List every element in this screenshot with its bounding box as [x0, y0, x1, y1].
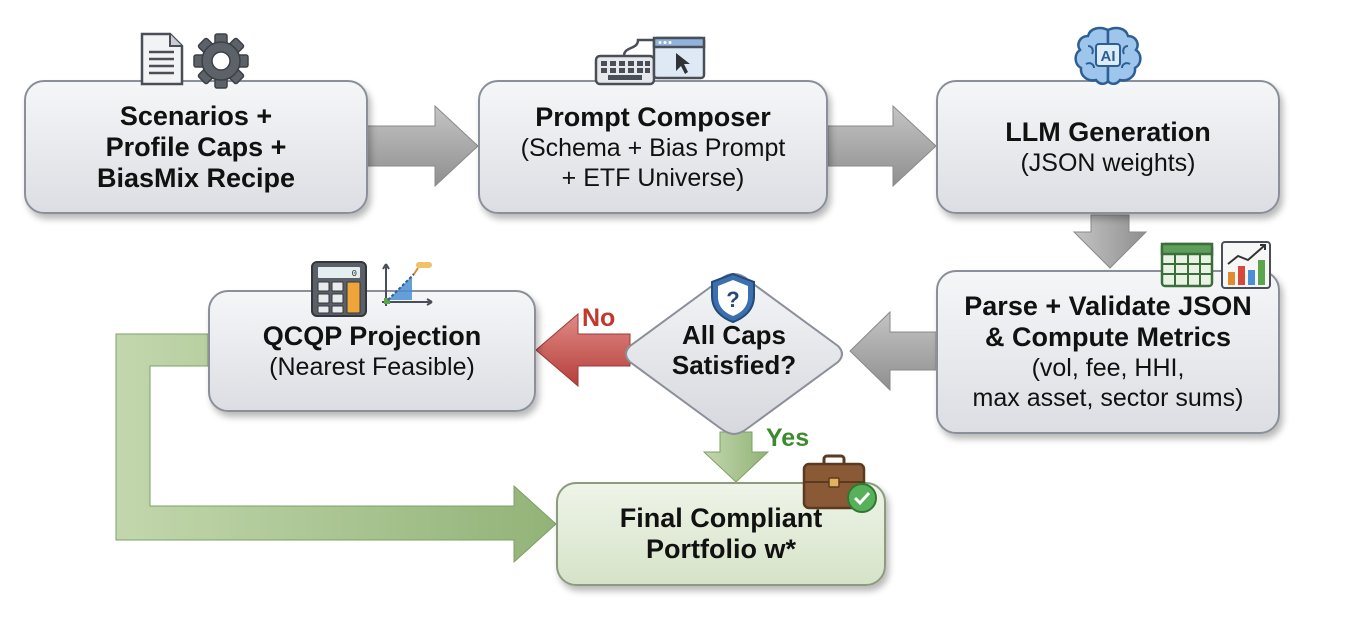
llm-title: LLM Generation: [1005, 116, 1211, 147]
decision-line-2: Satisfied?: [671, 350, 797, 380]
arrow-qcqp-to-final: [115, 333, 557, 564]
briefcase-check-icon: [802, 454, 877, 513]
final-line-2: Portfolio w*: [646, 534, 796, 564]
prompt-composer-box: Prompt Composer (Schema + Bias Prompt + …: [478, 80, 828, 214]
parse-title-2: & Compute Metrics: [984, 322, 1232, 352]
calculator-icon: 0: [311, 261, 367, 317]
gear-icon: [193, 33, 249, 89]
shield-question-icon: ?: [711, 272, 755, 324]
inputs-line-1: Scenarios +: [119, 100, 273, 131]
decision-line-1: All Caps: [681, 320, 787, 350]
decision-diamond: [625, 272, 843, 436]
inputs-box: Scenarios + Profile Caps + BiasMix Recip…: [24, 80, 368, 214]
ai-brain-icon: AI: [1074, 26, 1142, 85]
svg-text:?: ?: [726, 287, 739, 312]
svg-text:0: 0: [352, 269, 357, 279]
arrow-inputs-to-composer: [366, 104, 479, 188]
ai-badge-text: AI: [1101, 48, 1116, 65]
arrow-yes-to-final: [702, 431, 770, 483]
composer-title: Prompt Composer: [535, 101, 771, 132]
qcqp-projection-box: QCQP Projection (Nearest Feasible): [208, 290, 536, 412]
window-cursor-icon: [652, 36, 706, 80]
bar-chart-icon: [1221, 241, 1271, 289]
keyboard-icon: [594, 38, 656, 86]
parse-validate-box: Parse + Validate JSON & Compute Metrics …: [936, 270, 1280, 434]
qcqp-title: QCQP Projection: [262, 320, 482, 351]
inputs-line-3: BiasMix Recipe: [96, 162, 296, 193]
projection-plot-icon: [382, 262, 433, 306]
composer-line-2: + ETF Universe): [561, 163, 745, 192]
spreadsheet-icon: [1160, 242, 1214, 288]
final-line-1: Final Compliant: [619, 503, 823, 533]
llm-generation-box: LLM Generation (JSON weights): [936, 80, 1280, 214]
composer-line-1: (Schema + Bias Prompt: [520, 133, 786, 162]
llm-line-1: (JSON weights): [1020, 148, 1196, 177]
arrow-composer-to-llm: [827, 104, 937, 188]
yes-label: Yes: [766, 424, 810, 452]
arrow-no-to-qcqp: [535, 312, 631, 388]
parse-line-1: (vol, fee, HHI,: [1031, 354, 1185, 382]
inputs-line-2: Profile Caps +: [105, 131, 287, 162]
arrow-llm-to-parse: [1072, 214, 1148, 269]
no-label: No: [582, 304, 616, 332]
qcqp-line-1: (Nearest Feasible): [269, 352, 475, 381]
arrow-parse-to-decision: [849, 310, 937, 392]
parse-title-1: Parse + Validate JSON: [964, 291, 1252, 321]
parse-line-2: max asset, sector sums): [972, 384, 1244, 412]
document-icon: [140, 32, 184, 86]
